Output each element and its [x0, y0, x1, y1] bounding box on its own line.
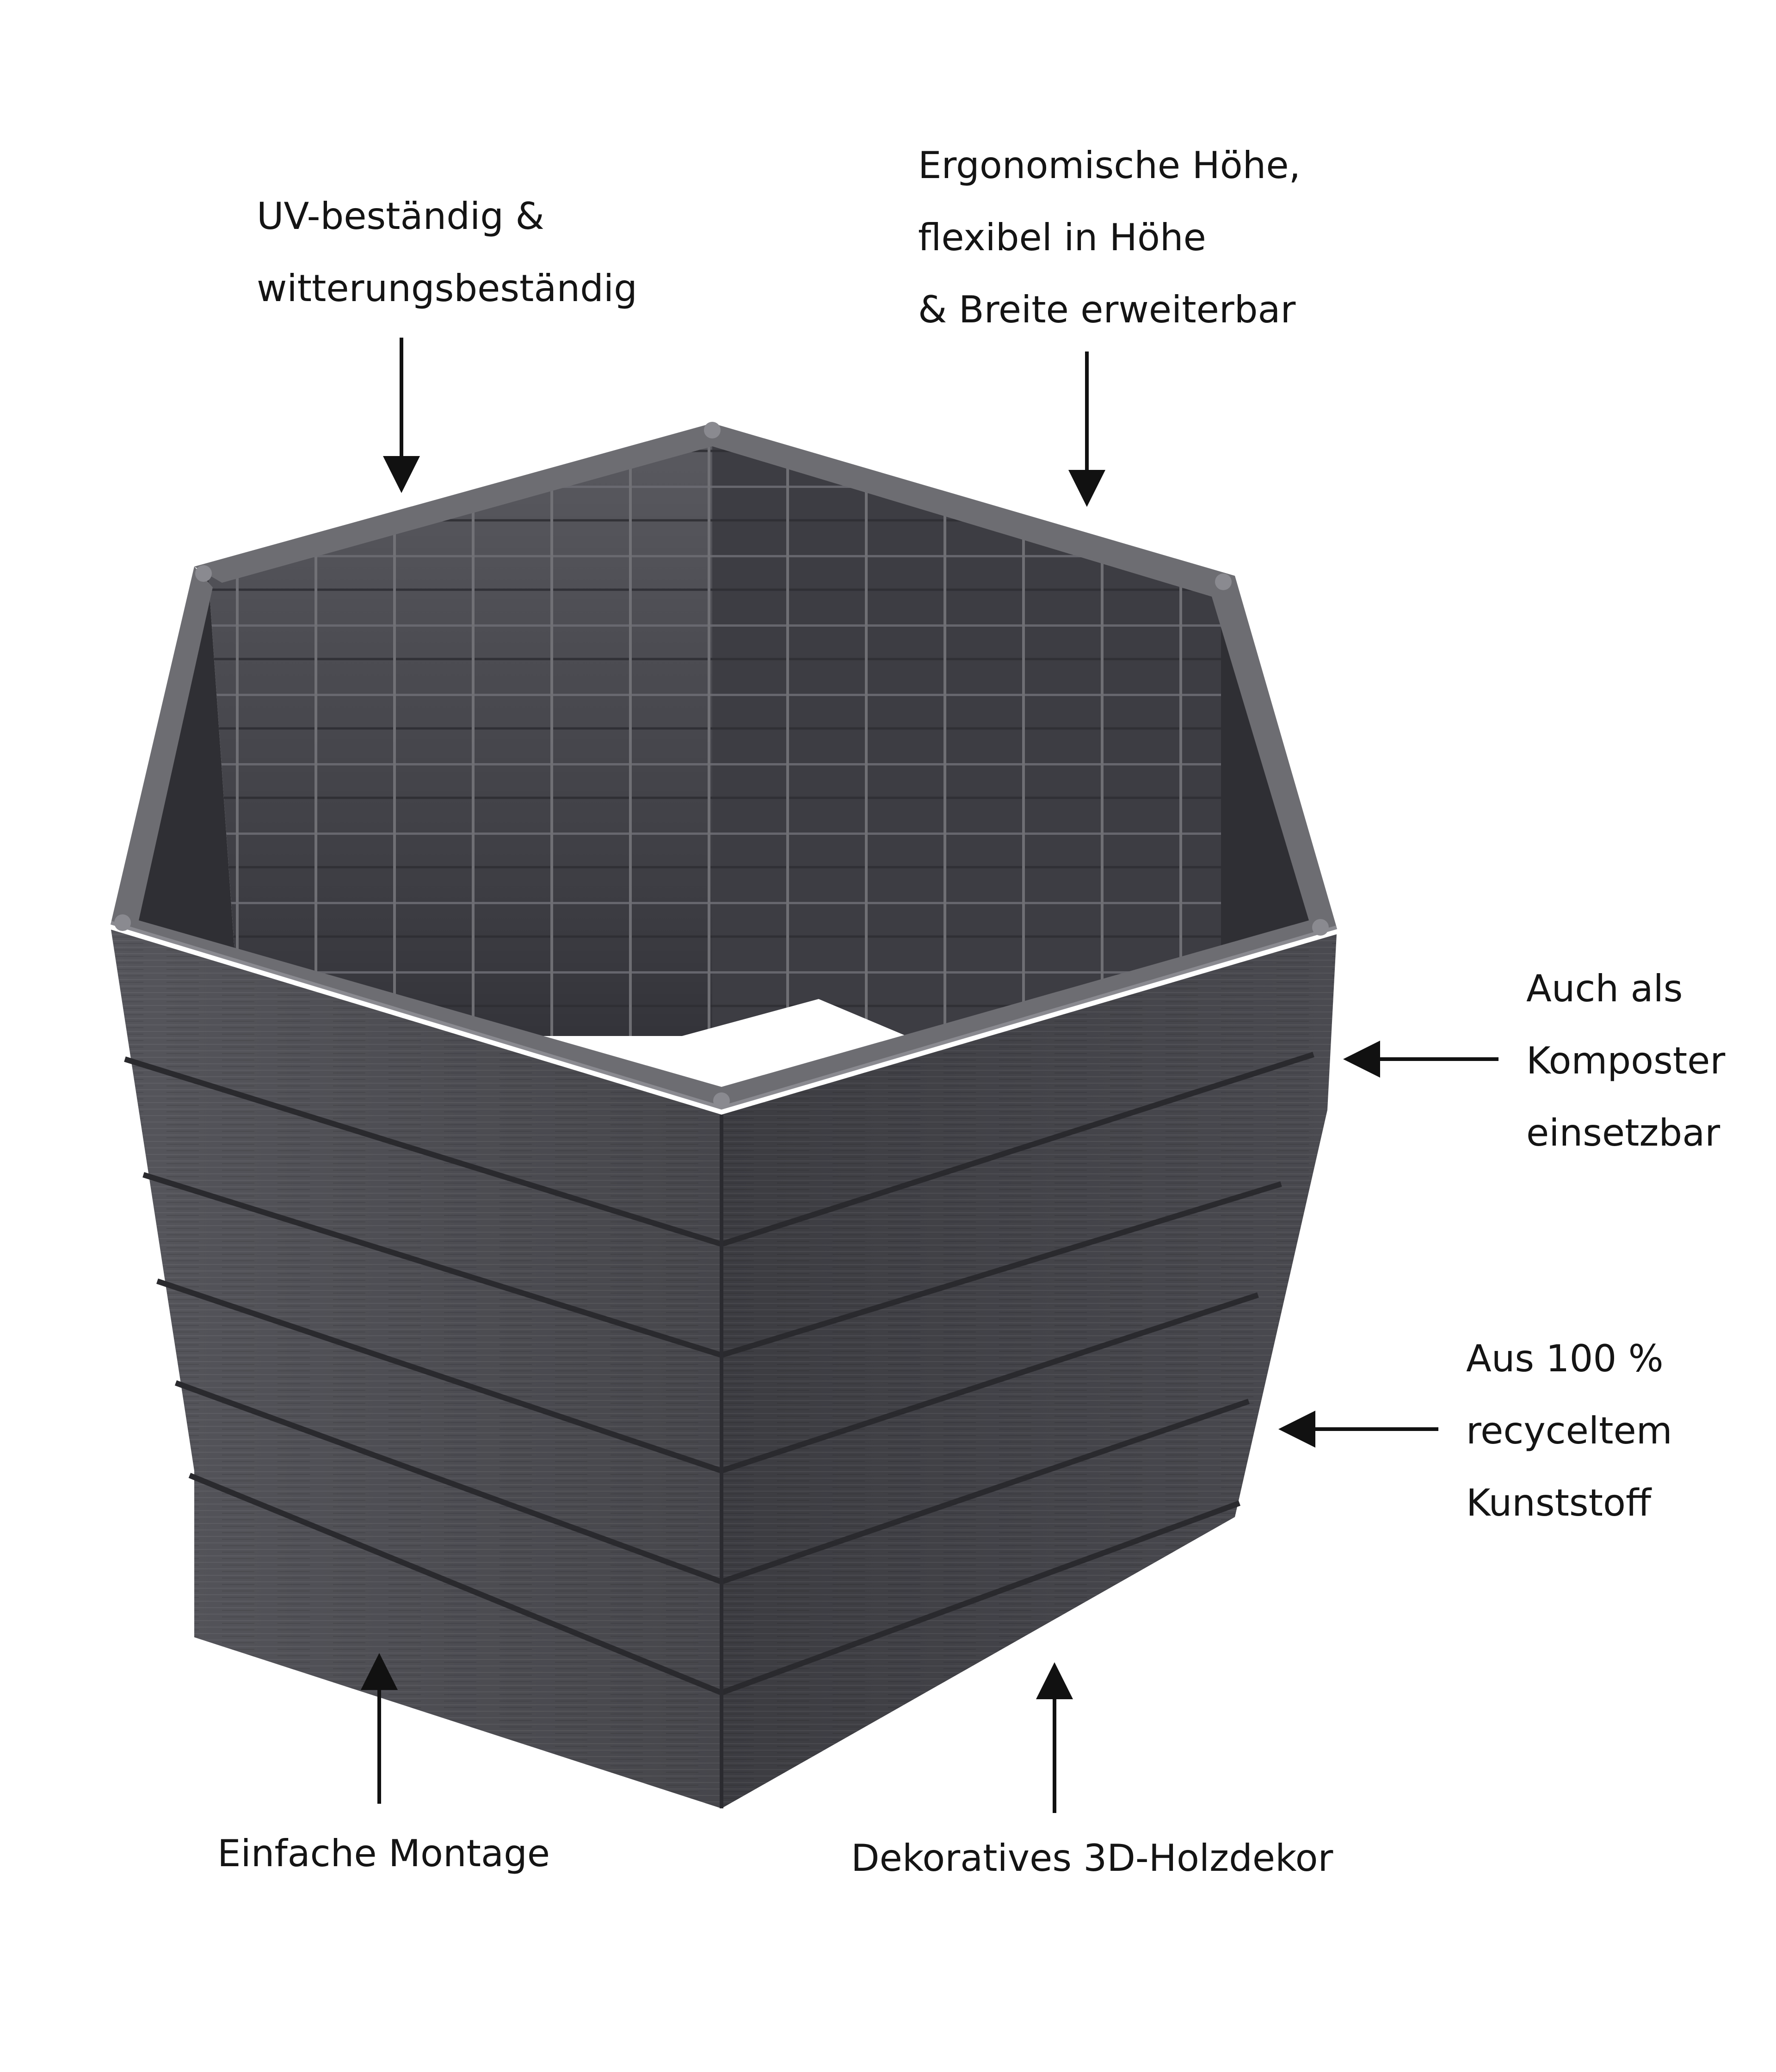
label-uv-resistant: UV-beständig & witterungsbeständig — [257, 195, 637, 310]
label-ergonomic-height: Ergonomische Höhe, flexibel in Höhe & Br… — [918, 144, 1301, 331]
exterior-left-face — [111, 930, 723, 1808]
label-wood-decor: Dekoratives 3D-Holzdekor — [851, 1837, 1333, 1880]
callout-arrows — [361, 338, 1498, 1813]
label-composter: Auch als Komposter einsetzbar — [1526, 967, 1726, 1154]
top-rim — [110, 422, 1338, 1110]
label-recycled-plastic: Aus 100 % recyceltem Kunststoff — [1466, 1337, 1672, 1524]
exterior-right-face — [720, 934, 1337, 1808]
label-easy-assembly: Einfache Montage — [217, 1832, 550, 1875]
